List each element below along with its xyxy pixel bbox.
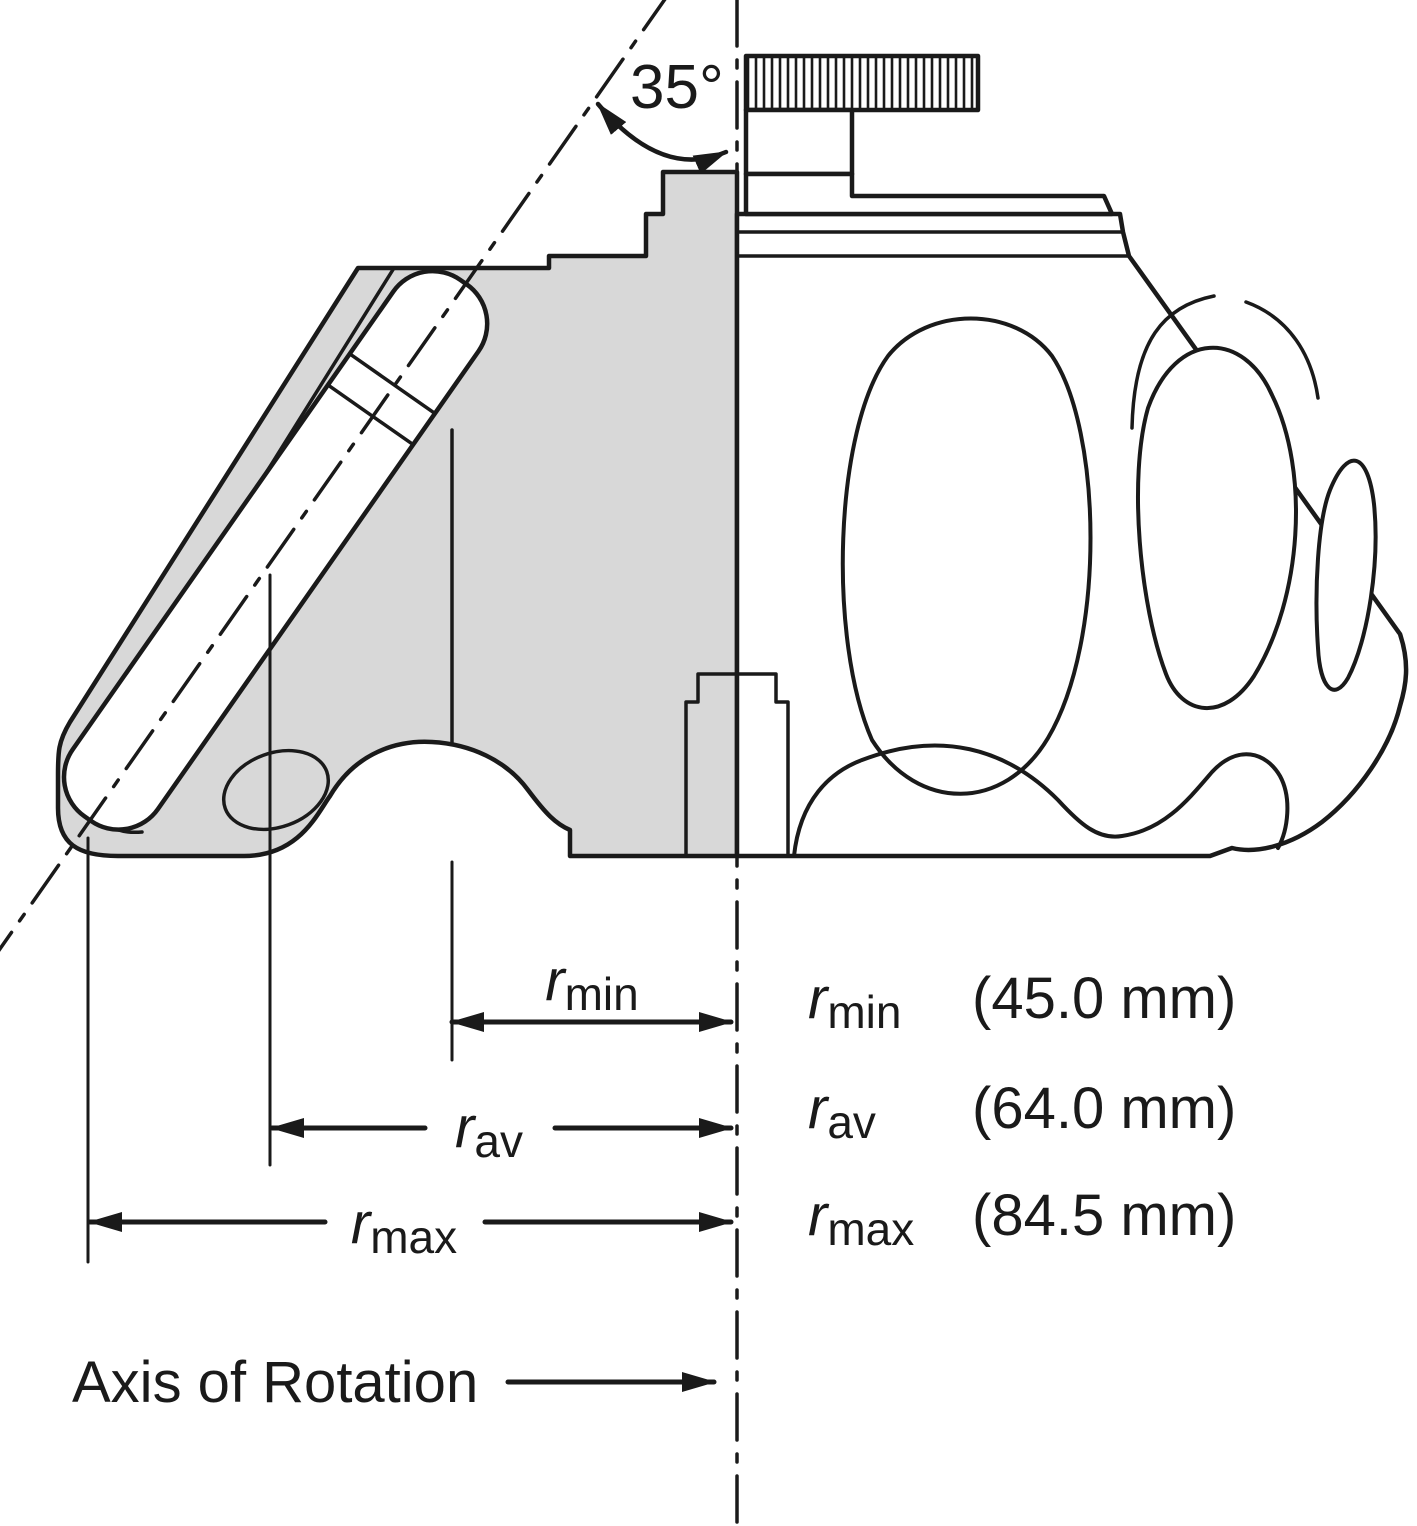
knob-cap: [743, 171, 1115, 217]
rotor-knob: [743, 53, 1115, 217]
legend-rmax: rmax(84.5 mm): [808, 1183, 1236, 1255]
angle-arc-arrow: [595, 101, 729, 174]
rotor-cross-section: [55, 169, 740, 859]
tube-axis-line: [0, 0, 667, 952]
pocket-top-arc-2: [1244, 300, 1320, 400]
rmin-label: rmin: [545, 948, 638, 1020]
rav-label: rav: [455, 1095, 523, 1167]
axis-of-rotation-label: Axis of Rotation: [72, 1350, 478, 1415]
angle-label: 35°: [630, 53, 724, 122]
tube-cavity: [61, 268, 490, 832]
legend-rmin: rmin(45.0 mm): [808, 966, 1236, 1038]
underside-contour: [792, 743, 1290, 858]
radius-legend: rmin(45.0 mm) rav(64.0 mm) rmax(84.5 mm): [808, 966, 1236, 1255]
dimension-rmin: [449, 860, 734, 1062]
rmax-label: rmax: [351, 1191, 457, 1263]
tube-pocket-3: [1314, 458, 1378, 692]
spigot-steps-right: [735, 672, 790, 858]
tube-pocket-2: [1135, 345, 1298, 710]
tube-collar-line-1: [347, 352, 437, 416]
legend-rav: rav(64.0 mm): [808, 1076, 1236, 1148]
section-oval-recess: [221, 748, 331, 832]
pocket-top-arc-1: [1130, 294, 1216, 430]
knob-neck: [743, 107, 855, 177]
tube-collar-line-2: [326, 383, 415, 447]
tube-pocket-1: [840, 316, 1093, 796]
spigot-steps-left: [684, 672, 739, 858]
dimension-rav: [268, 573, 734, 1167]
rotor-exterior: [734, 211, 1409, 859]
knob-knurl: [743, 53, 981, 113]
dimension-rmax: [86, 836, 734, 1264]
